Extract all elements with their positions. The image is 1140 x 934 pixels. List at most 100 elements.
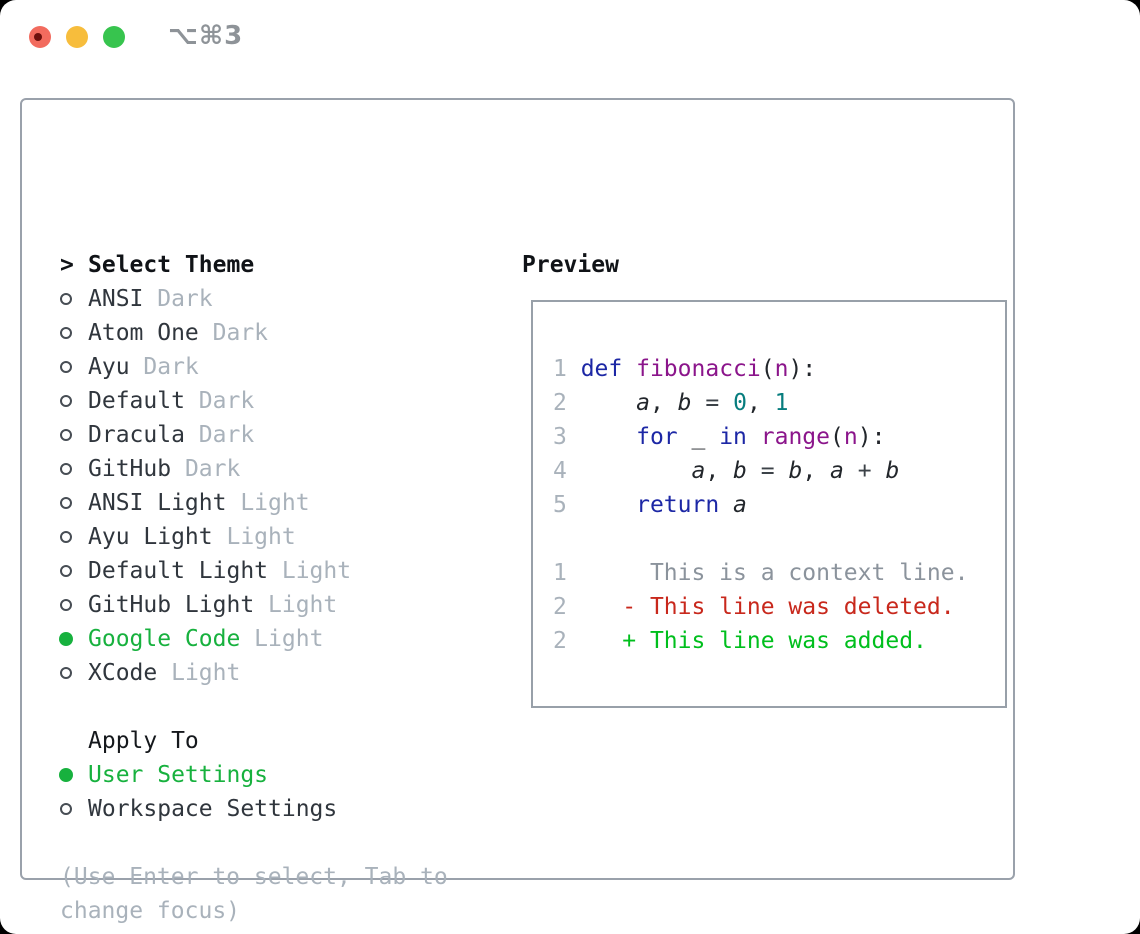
option-variant-label: Dark: [184, 422, 255, 448]
option-variant-label: Light: [157, 660, 241, 686]
option-variant-label: Dark: [143, 286, 213, 312]
preview-line: 2 + This line was added.: [553, 624, 1005, 658]
radio-icon: [60, 803, 88, 815]
code-segment-ln: 4: [553, 458, 581, 484]
code-segment-kw: def: [580, 356, 623, 382]
option-label: ANSI: [88, 286, 144, 312]
code-segment-pln: (: [760, 356, 775, 382]
code-segment-pln: [872, 458, 886, 484]
theme-option[interactable]: Default Light Light: [60, 554, 490, 588]
preview-line: 4 a, b = b, a + b: [553, 454, 1005, 488]
code-segment-pln: ):: [788, 356, 817, 382]
radio-icon: [60, 667, 88, 679]
theme-option[interactable]: GitHub Dark: [60, 452, 490, 486]
option-variant-label: Light: [254, 592, 338, 618]
traffic-lights: [29, 26, 125, 48]
radio-icon: [60, 395, 88, 407]
diff-preview-block: 1 This is a context line.2 - This line w…: [553, 556, 1005, 658]
code-segment-pln: [581, 458, 692, 484]
preview-line: 1 This is a context line.: [553, 556, 1005, 590]
selected-radio-icon: [59, 768, 88, 782]
option-label: Ayu: [88, 354, 130, 380]
preview-line: 1 def fibonacci(n):: [553, 352, 1005, 386]
code-segment-pln: ,: [746, 390, 775, 416]
theme-option[interactable]: Ayu Dark: [60, 350, 490, 384]
code-segment-var: a: [636, 390, 650, 416]
code-segment-pln: [581, 424, 636, 450]
select-theme-header: > Select Theme: [60, 248, 490, 282]
radio-icon: [60, 463, 88, 475]
code-segment-ln: 3: [553, 424, 581, 450]
code-segment-ctx: This is a context line.: [566, 560, 969, 586]
option-label: Ayu Light: [88, 524, 213, 550]
option-label: Google Code: [88, 626, 241, 652]
apply-to-header: Apply To: [60, 724, 490, 758]
preview-line: 3 for _ in range(n):: [553, 420, 1005, 454]
code-segment-var: b: [733, 458, 747, 484]
option-label: ANSI Light: [88, 490, 227, 516]
theme-option[interactable]: XCode Light: [60, 656, 490, 690]
code-segment-ln: 1: [553, 560, 567, 586]
code-segment-fn: fibonacci: [636, 356, 761, 382]
code-segment-num: 1: [774, 390, 789, 416]
theme-option[interactable]: GitHub Light Light: [60, 588, 490, 622]
option-label: Default Light: [88, 558, 269, 584]
spacer: [60, 690, 490, 724]
code-segment-ln: 2: [553, 594, 567, 620]
code-segment-pln: ):: [857, 424, 886, 450]
preview-title: Preview: [522, 252, 619, 278]
apply-to-option[interactable]: User Settings: [59, 758, 490, 792]
code-segment-ln: 5: [553, 492, 581, 518]
option-variant-label: Dark: [198, 320, 269, 346]
radio-icon: [60, 327, 88, 339]
code-segment-pln: _: [677, 424, 720, 450]
code-segment-ln: 2: [553, 628, 567, 654]
code-segment-pln: [719, 390, 733, 416]
minimize-button[interactable]: [66, 26, 88, 48]
option-label: GitHub Light: [88, 592, 255, 618]
close-button[interactable]: [29, 26, 51, 48]
code-segment-var: a: [691, 458, 706, 484]
preview-line: 5 return a: [553, 488, 1005, 522]
code-segment-pln: [747, 424, 761, 450]
radio-icon: [60, 565, 88, 577]
code-segment-op: +: [857, 458, 872, 484]
radio-icon: [60, 293, 88, 305]
option-label: User Settings: [88, 762, 269, 788]
option-variant-label: Dark: [184, 388, 255, 414]
theme-option[interactable]: Dracula Dark: [60, 418, 490, 452]
spacer: [60, 826, 490, 860]
theme-option[interactable]: ANSI Light Light: [60, 486, 490, 520]
theme-option[interactable]: Ayu Light Light: [60, 520, 490, 554]
theme-option[interactable]: Google Code Light: [59, 622, 490, 656]
code-segment-fn: range: [760, 424, 830, 450]
option-variant-label: Light: [268, 558, 352, 584]
code-segment-pln: [581, 492, 636, 518]
theme-option[interactable]: Default Dark: [60, 384, 490, 418]
code-segment-op: =: [760, 458, 775, 484]
window-shortcut-label: ⌥⌘3: [168, 21, 244, 51]
option-variant-label: Dark: [129, 354, 199, 380]
code-segment-var: b: [788, 458, 803, 484]
zoom-button[interactable]: [103, 26, 125, 48]
radio-icon: [60, 497, 88, 509]
radio-icon: [60, 599, 88, 611]
theme-option[interactable]: ANSI Dark: [60, 282, 490, 316]
theme-option[interactable]: Atom One Dark: [60, 316, 490, 350]
code-segment-pln: [775, 458, 789, 484]
code-segment-ln: 2: [553, 390, 581, 416]
option-label: Atom One: [88, 320, 199, 346]
code-segment-pln: [747, 458, 761, 484]
apply-to-option[interactable]: Workspace Settings: [60, 792, 490, 826]
option-label: Default: [88, 388, 185, 414]
option-variant-label: Dark: [171, 456, 241, 482]
code-segment-fn: n: [843, 424, 858, 450]
code-segment-kw: return: [636, 492, 720, 518]
